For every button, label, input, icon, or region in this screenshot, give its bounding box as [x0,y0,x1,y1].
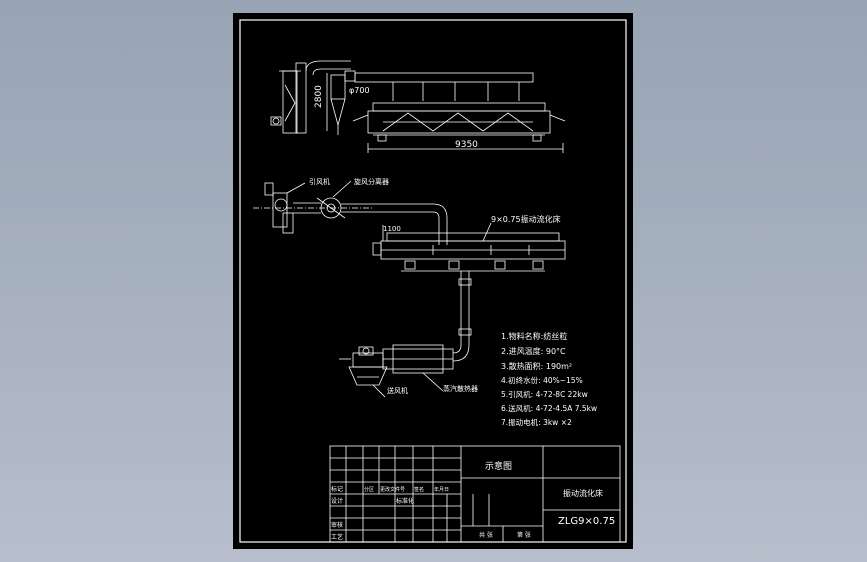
feed-line [339,271,472,398]
tb-col-zone: 分区 [364,486,374,493]
spec-line-4: 4.初终水份: 40%~15% [501,375,583,385]
product-name: 振动流化床 [563,488,603,498]
tb-col-change: 更改文件号 [380,486,405,493]
spec-line-5: 5.引风机: 4-72-8C 22kw [501,389,588,399]
fan-label: 引风机 [309,177,330,186]
spec-line-7: 7.振动电机: 3kw ×2 [501,417,572,427]
cad-drawing: 2800 φ700 9350 [239,19,627,543]
spec-line-6: 6.送风机: 4-72-4.5A 7.5kw [501,403,597,413]
tb-col-date: 年月日 [434,486,449,493]
blower-label: 送风机 [387,386,408,395]
diameter-dimension: φ700 [349,86,370,95]
plan-view [253,180,566,272]
tb-col-sign: 签名 [414,486,424,493]
tb-row-mark: 标记 [331,485,343,493]
spec-line-1: 1.物料名称:纺丝粒 [501,331,567,341]
drawing-sheet: 2800 φ700 9350 [233,13,633,549]
tb-total-sheets: 共 张 [479,531,493,539]
spec-line-3: 3.散热面积: 190m² [501,361,572,371]
drawing-title: 示意图 [485,460,512,472]
tb-row-process: 工艺 [331,533,343,541]
height-dimension: 2800 [314,85,324,108]
elevation-view [270,60,566,153]
tb-std-label: 标准化 [396,497,414,505]
title-block [329,445,621,543]
separator-label: 旋风分离器 [354,177,389,186]
tb-row-review: 审核 [331,521,343,529]
spec-notes: 1.物料名称:纺丝粒 2.进风温度: 90°C 3.散热面积: 190m² 4.… [501,331,597,427]
dryer-name-label: 9×0.75振动流化床 [491,214,561,224]
spec-line-2: 2.进风温度: 90°C [501,346,566,356]
riser-height-dimension: 1100 [383,225,401,233]
tb-sheet-no: 第 张 [517,531,531,539]
heater-label: 蒸汽散热器 [443,384,478,393]
tb-row-design: 设计 [331,497,343,505]
length-dimension: 9350 [455,140,478,150]
model-number: ZLG9×0.75 [558,516,615,527]
